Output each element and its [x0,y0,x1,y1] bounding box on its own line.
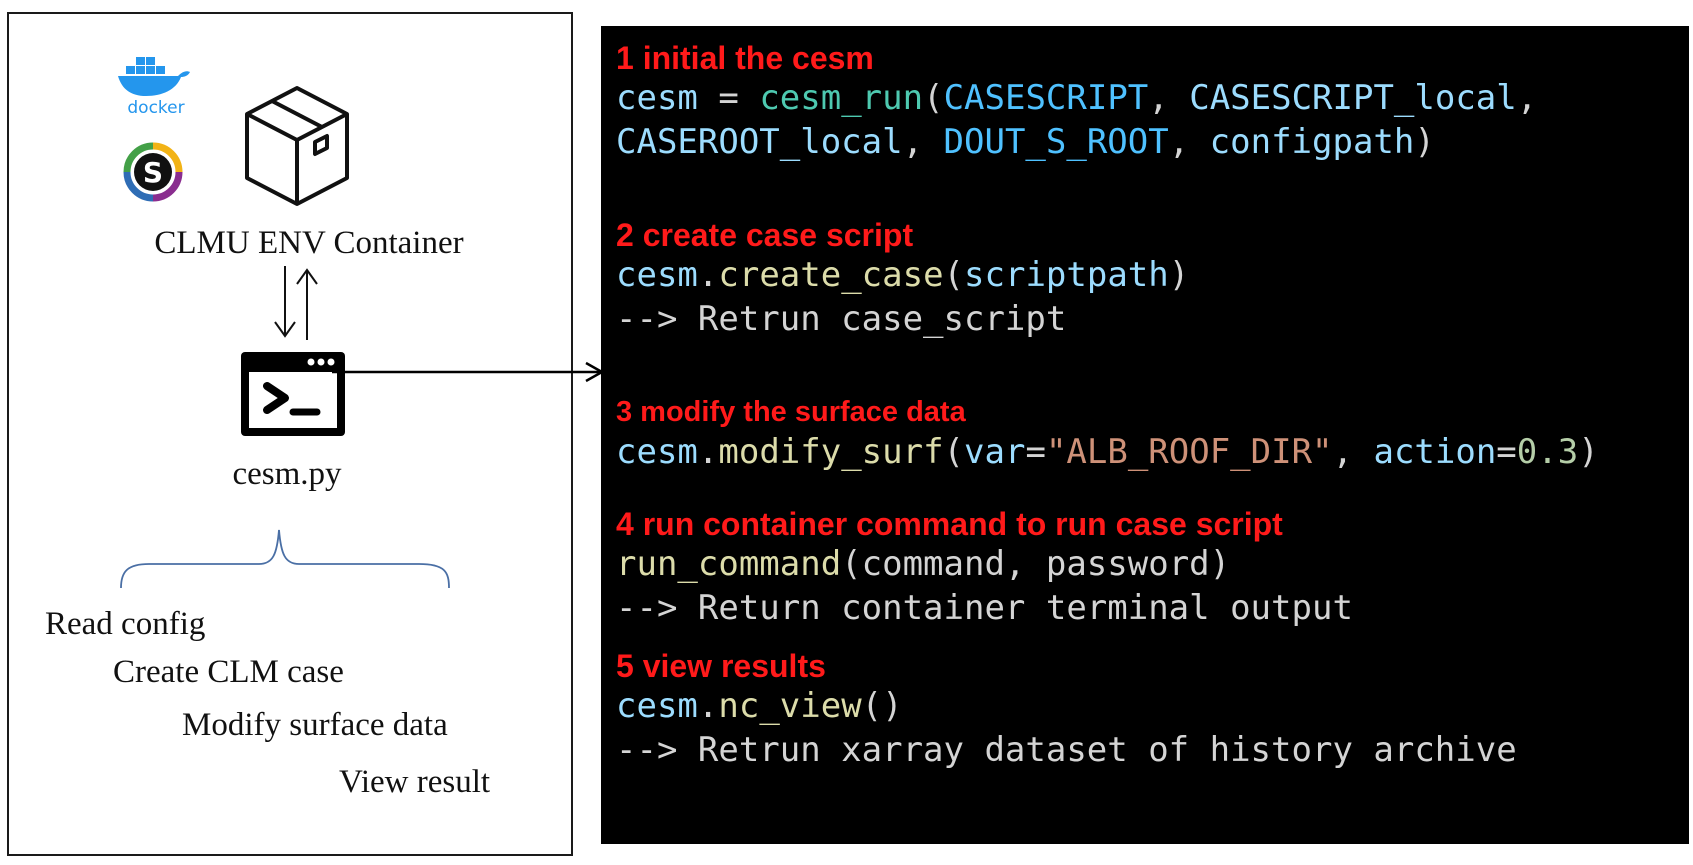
code-step-5: 5 view results cesm.nc_view() --> Retrun… [616,648,1517,772]
code-line: cesm.create_case(scriptpath) [616,253,1189,297]
code-line: cesm.modify_surf(var="ALB_ROOF_DIR", act… [616,430,1599,474]
curly-brace [120,529,450,589]
code-line: CASEROOT_local, DOUT_S_ROOT, configpath) [616,120,1537,164]
token-fn: run_command [616,544,842,584]
token-var: scriptpath [964,255,1169,295]
code-line: --> Return container terminal output [616,588,1353,628]
token-punc: , [902,122,944,162]
container-panel: docker S CLMU ENV Container [7,12,573,856]
token-var: cesm [616,78,698,118]
token-punc: , [1516,78,1538,118]
token-var: var [964,432,1026,472]
token-punc: . [697,255,719,295]
step-3-heading: 3 modify the surface data [616,396,966,428]
token-punc: ) [1414,122,1435,162]
token-punc: = [1496,432,1517,472]
token-var: action [1373,432,1497,472]
token-var: CASEROOT_local [616,122,903,162]
step-create-case: Create CLM case [113,654,344,690]
code-step-3: 3 modify the surface data cesm.modify_su… [616,394,1599,474]
token-punc: ( [923,78,944,118]
token-punc: , [1332,432,1374,472]
code-panel: 1 initial the cesm cesm = cesm_run(CASES… [601,26,1689,844]
code-line: cesm = cesm_run(CASESCRIPT, CASESCRIPT_l… [616,76,1537,120]
token-var: configpath [1209,122,1415,162]
token-punc: ) [1168,255,1190,295]
connector-arrow [332,361,605,383]
code-step-2: 2 create case script cesm.create_case(sc… [616,217,1189,341]
token-punc: , [1168,122,1210,162]
token-fn: nc_view [718,686,862,726]
step-1-heading: 1 initial the cesm [616,40,874,76]
token-number: 0.3 [1516,432,1579,472]
token-op: = [697,78,760,118]
token-const: DOUT_S_ROOT [943,122,1169,162]
token-punc: . [697,686,719,726]
step-2-heading: 2 create case script [616,217,914,253]
code-step-4: 4 run container command to run case scri… [616,506,1353,630]
step-5-heading: 5 view results [616,648,826,684]
token-fn: cesm_run [759,78,924,118]
token-punc: = [1025,432,1046,472]
singularity-logo-icon: S [123,142,183,202]
token-punc: () [861,686,903,726]
package-box-icon [245,86,349,206]
token-punc: . [697,432,719,472]
code-line: run_command(command, password) [616,542,1353,586]
token-fn: modify_surf [718,432,944,472]
token-punc: ( [943,432,965,472]
docker-logo-icon: docker [118,57,190,118]
code-line: --> Retrun case_script [616,299,1067,339]
exchange-arrows-icon [274,266,318,340]
token-string: "ALB_ROOF_DIR" [1045,432,1333,472]
step-4-heading: 4 run container command to run case scri… [616,506,1283,542]
token-punc: ) [1578,432,1599,472]
token-punc: , [1148,78,1190,118]
token-fn: create_case [718,255,944,295]
terminal-icon [241,352,345,436]
token-var: cesm [616,686,698,726]
token-const: CASESCRIPT [943,78,1149,118]
token-var: cesm [616,255,698,295]
code-line: --> Retrun xarray dataset of history arc… [616,730,1517,770]
token-args: (command, password) [841,544,1231,584]
step-modify-surface: Modify surface data [182,707,448,743]
step-view-result: View result [339,764,491,800]
token-var: CASESCRIPT_local [1189,78,1517,118]
script-name: cesm.py [232,456,342,492]
docker-logo-text: docker [127,98,184,118]
token-var: cesm [616,432,698,472]
code-step-1: 1 initial the cesm cesm = cesm_run(CASES… [616,40,1537,164]
container-title: CLMU ENV Container [154,225,464,261]
step-read-config: Read config [45,606,206,642]
token-punc: ( [943,255,965,295]
code-line: cesm.nc_view() [616,684,1517,728]
singularity-letter: S [143,156,163,189]
